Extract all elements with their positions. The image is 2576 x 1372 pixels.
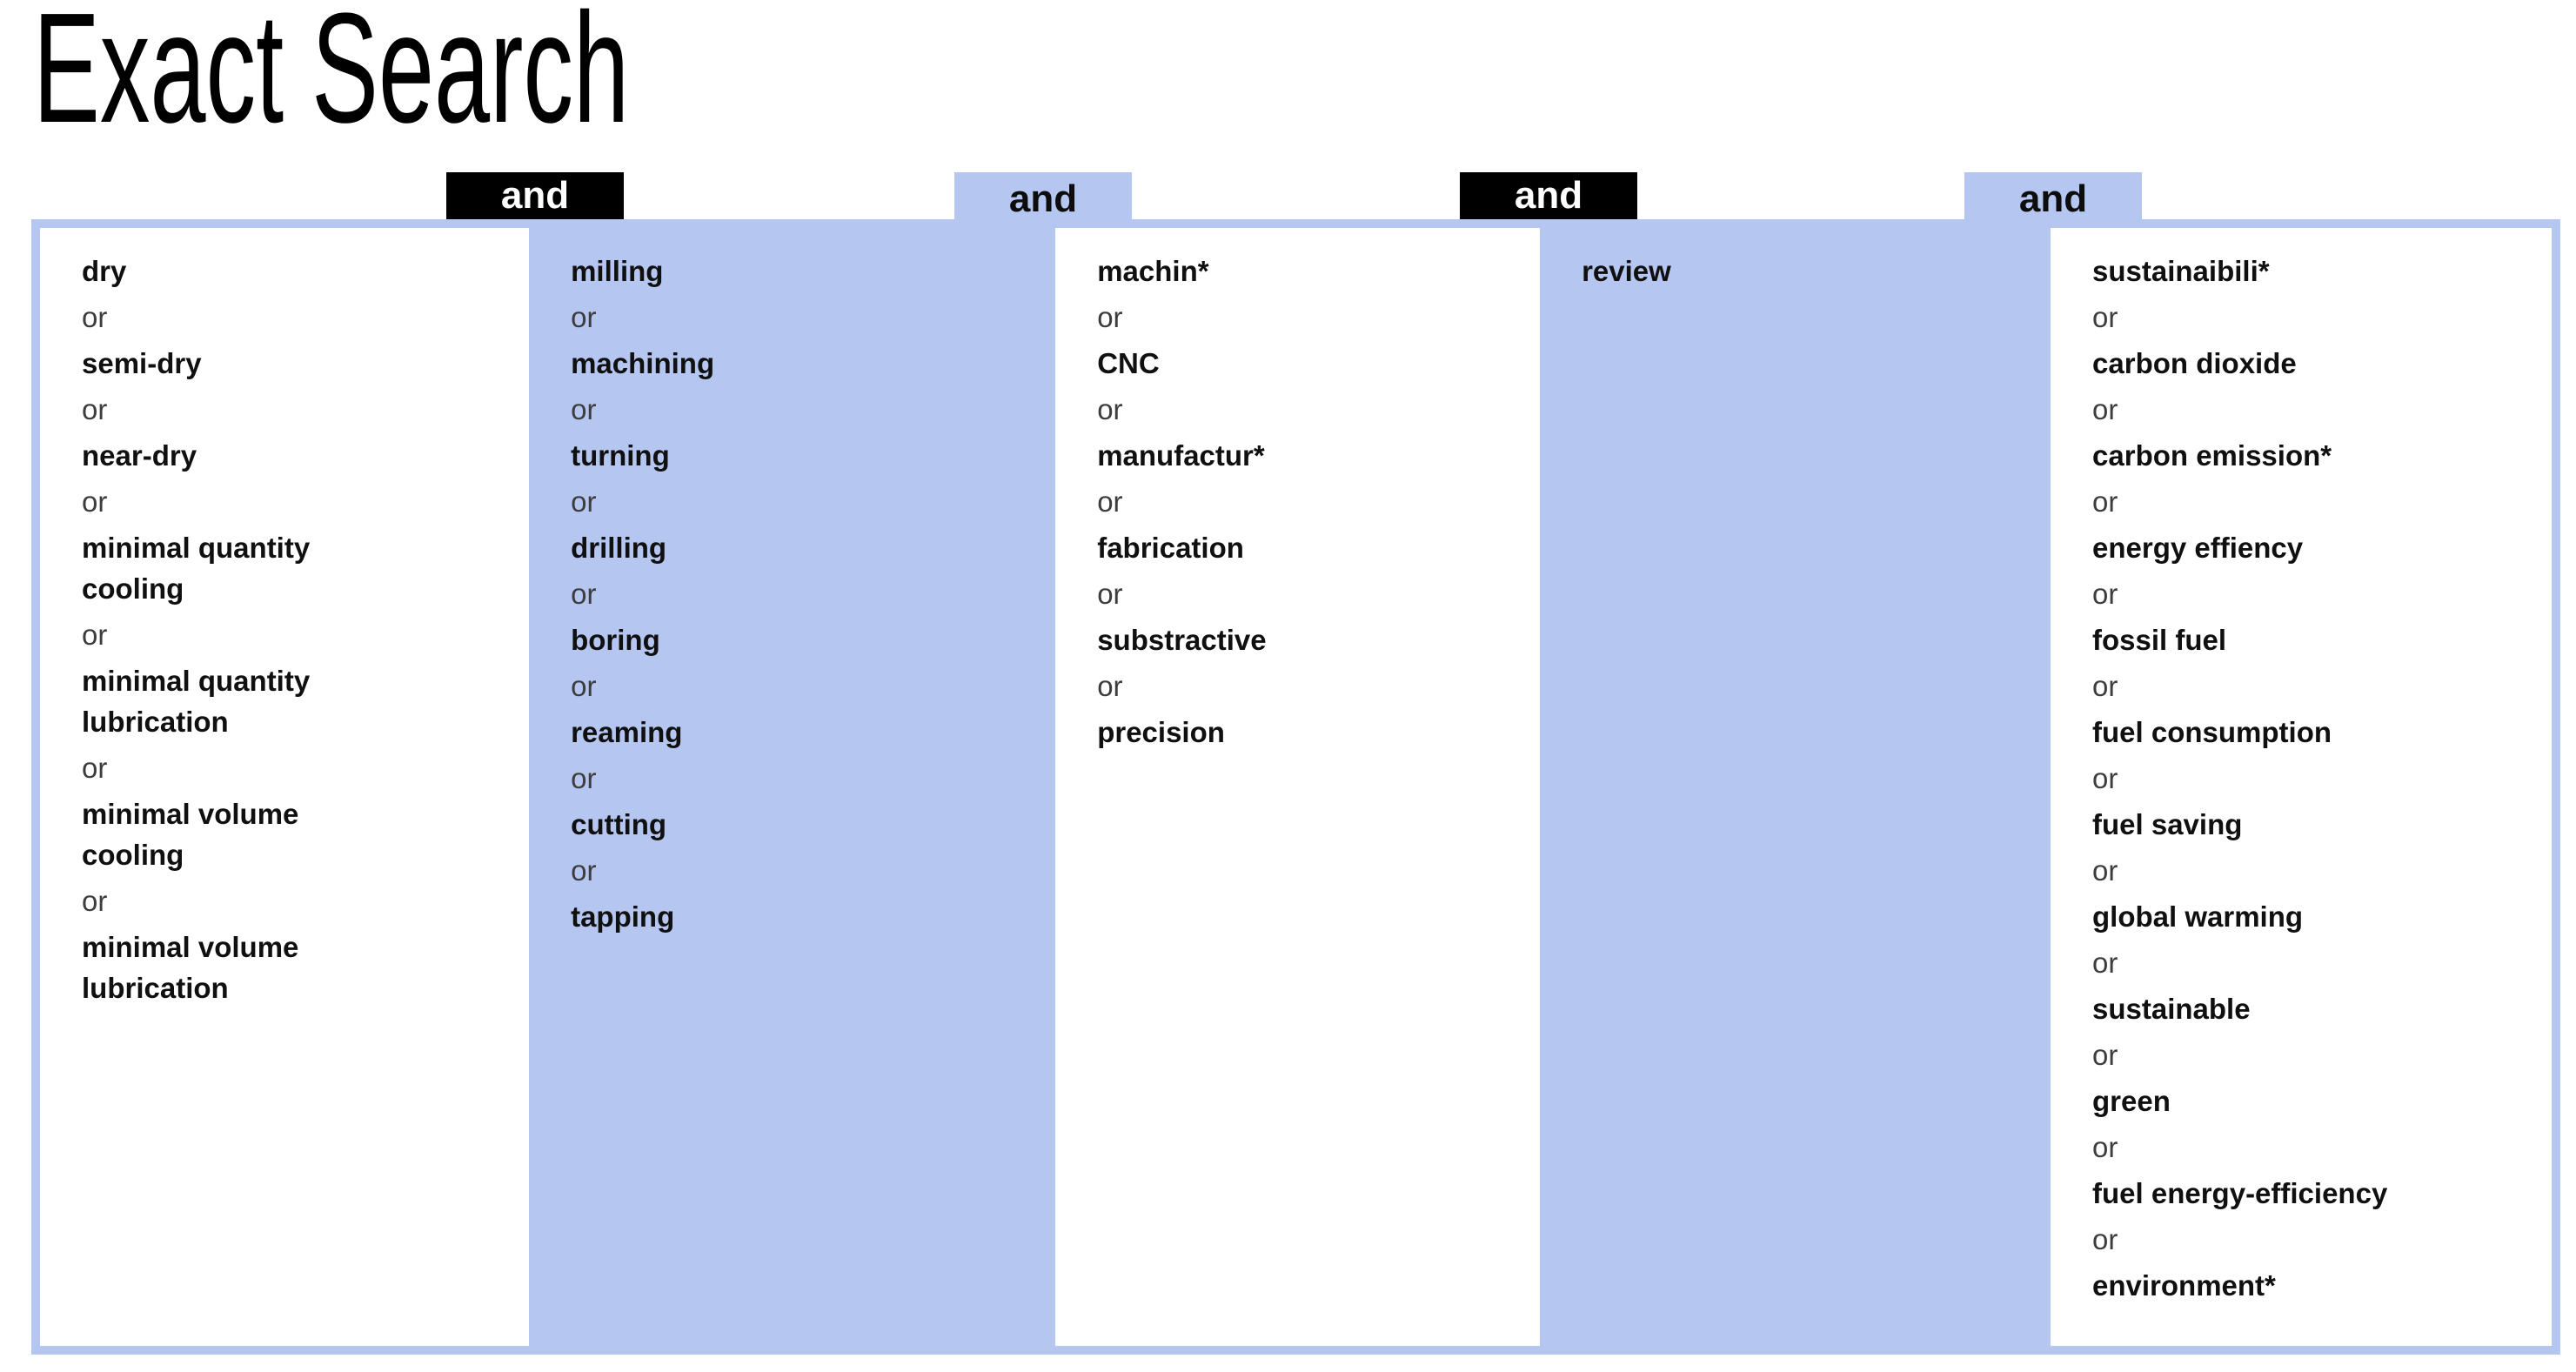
operator-badge-and-3: and xyxy=(1460,172,1637,219)
or-separator: or xyxy=(2092,1131,2118,1163)
search-term: near-dry xyxy=(82,439,197,472)
or-separator: or xyxy=(82,619,108,651)
or-separator: or xyxy=(82,485,108,518)
search-term: fuel energy-efficiency xyxy=(2092,1177,2388,1209)
search-term: machining xyxy=(571,347,715,379)
or-separator: or xyxy=(571,854,597,887)
search-term: sustainaibili* xyxy=(2092,255,2270,287)
page-title: Exact Search xyxy=(33,0,630,156)
or-separator: or xyxy=(82,752,108,784)
search-term: energy effiency xyxy=(2092,532,2304,564)
or-separator: or xyxy=(571,393,597,425)
search-term: boring xyxy=(571,624,660,656)
or-separator: or xyxy=(82,885,108,917)
or-separator: or xyxy=(1097,670,1123,702)
or-separator: or xyxy=(82,393,108,425)
search-term: precision xyxy=(1097,716,1225,748)
search-term: environment* xyxy=(2092,1269,2276,1302)
or-separator: or xyxy=(2092,393,2118,425)
query-box: dry or semi-dry or near-dry or minimal quantit… xyxy=(31,219,2560,1355)
search-term: minimal volume cooling xyxy=(82,798,299,871)
search-term: cutting xyxy=(571,808,667,840)
or-separator: or xyxy=(2092,670,2118,702)
or-separator: or xyxy=(2092,485,2118,518)
search-term: fuel consumption xyxy=(2092,716,2332,748)
search-term: fabrication xyxy=(1097,532,1244,564)
search-term: turning xyxy=(571,439,670,472)
search-term: minimal quantity cooling xyxy=(82,532,311,605)
or-separator: or xyxy=(2092,854,2118,887)
search-term: milling xyxy=(571,255,664,287)
or-separator: or xyxy=(1097,393,1123,425)
search-term: semi-dry xyxy=(82,347,202,379)
search-term: sustainable xyxy=(2092,993,2251,1025)
operator-badge-and-4: and xyxy=(1964,172,2142,226)
search-term: drilling xyxy=(571,532,667,564)
search-term: manufactur* xyxy=(1097,439,1265,472)
term-column-2: milling or machining or turning or drilling or b… xyxy=(529,228,1056,1346)
search-term: substractive xyxy=(1097,624,1267,656)
search-term: carbon dioxide xyxy=(2092,347,2297,379)
search-term: global warming xyxy=(2092,900,2304,933)
or-separator: or xyxy=(1097,578,1123,610)
or-separator: or xyxy=(2092,1223,2118,1255)
search-term: fuel saving xyxy=(2092,808,2243,840)
search-term: fossil fuel xyxy=(2092,624,2227,656)
or-separator: or xyxy=(2092,301,2118,333)
or-separator: or xyxy=(2092,1039,2118,1071)
or-separator: or xyxy=(82,301,108,333)
or-separator: or xyxy=(2092,578,2118,610)
or-separator: or xyxy=(571,762,597,794)
search-term: tapping xyxy=(571,900,675,933)
term-column-4: review xyxy=(1540,228,2051,1346)
search-term: carbon emission* xyxy=(2092,439,2332,472)
or-separator: or xyxy=(571,578,597,610)
term-column-1: dry or semi-dry or near-dry or minimal quantit… xyxy=(40,228,530,1346)
or-separator: or xyxy=(571,301,597,333)
or-separator: or xyxy=(2092,947,2118,979)
or-separator: or xyxy=(571,670,597,702)
search-term: minimal volume lubrication xyxy=(82,931,299,1004)
search-term: dry xyxy=(82,255,127,287)
or-separator: or xyxy=(2092,762,2118,794)
or-separator: or xyxy=(1097,485,1123,518)
search-term: review xyxy=(1582,255,1671,287)
term-column-5: sustainaibili* or carbon dioxide or carbon e… xyxy=(2051,228,2552,1346)
operator-badge-and-2: and xyxy=(954,172,1132,226)
search-term: machin* xyxy=(1097,255,1209,287)
search-term: CNC xyxy=(1097,347,1160,379)
or-separator: or xyxy=(571,485,597,518)
operator-badge-and-1: and xyxy=(446,172,624,219)
search-term: minimal quantity lubrication xyxy=(82,665,311,738)
search-term: green xyxy=(2092,1085,2171,1117)
or-separator: or xyxy=(1097,301,1123,333)
search-term: reaming xyxy=(571,716,683,748)
